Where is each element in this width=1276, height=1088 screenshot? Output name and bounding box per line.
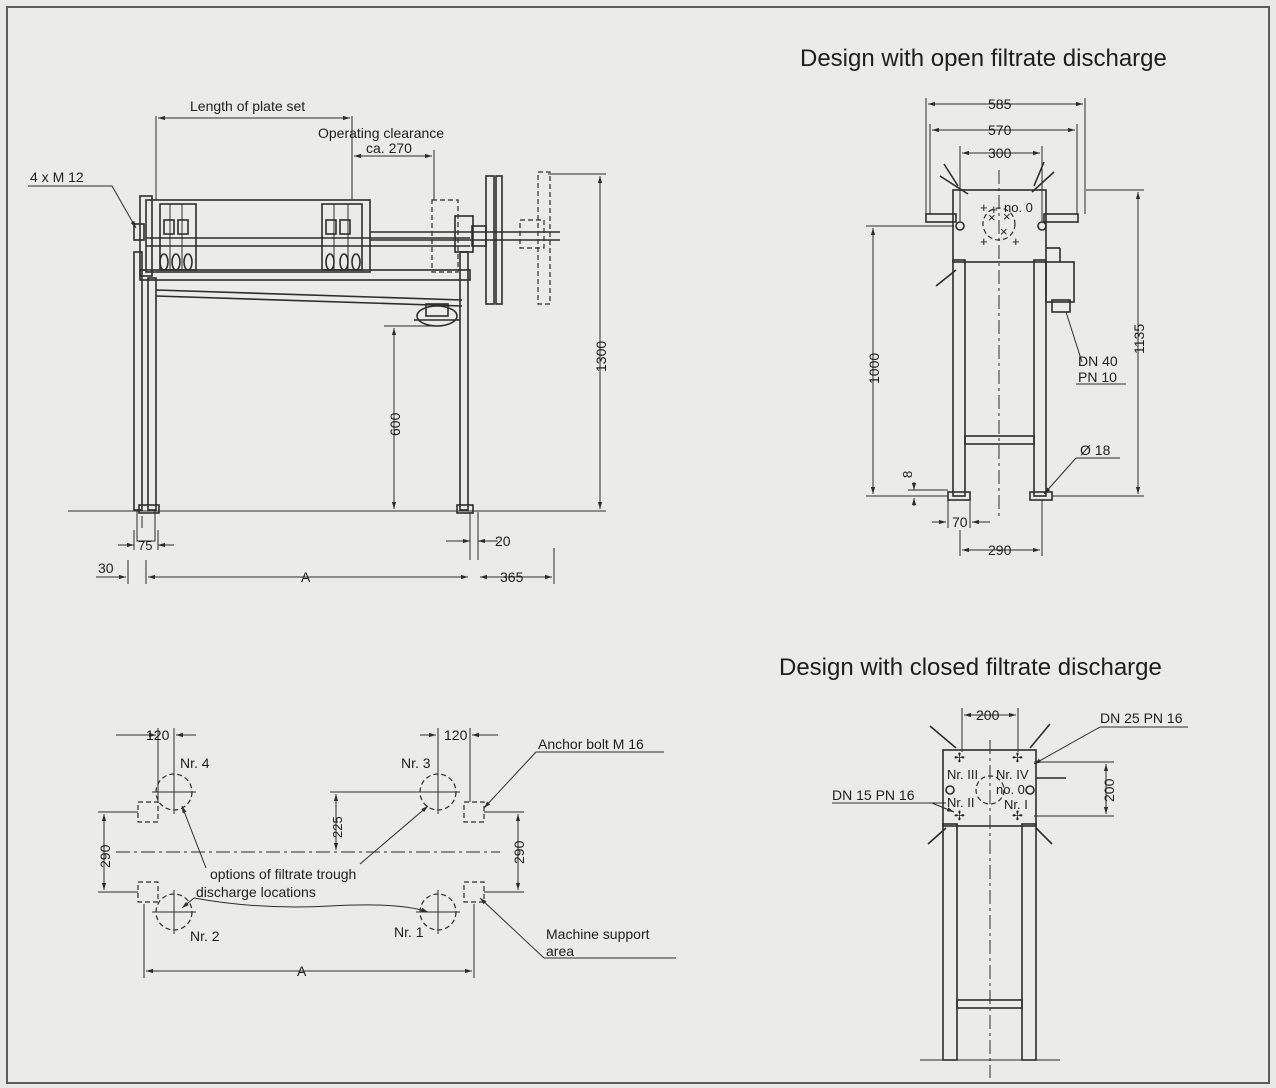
dim-20: 20 [495, 533, 511, 549]
label-bolts: 4 x M 12 [30, 169, 84, 185]
dim-290-open: 290 [988, 542, 1012, 558]
dim-30: 30 [98, 560, 114, 576]
svg-text:×: × [1003, 209, 1011, 224]
side-view: Length of plate set Operating clearance … [28, 98, 609, 585]
dim-1135: 1135 [1131, 324, 1147, 354]
label-operating-clearance-value: ca. 270 [366, 140, 412, 156]
dim-300: 300 [988, 145, 1012, 161]
dim-200-top: 200 [976, 707, 1000, 723]
title-open-discharge: Design with open filtrate discharge [800, 45, 1167, 72]
svg-text:+: + [990, 202, 998, 217]
label-no0-open: no. 0 [1004, 200, 1033, 215]
open-discharge-view: + + + + × × × no. 0 585 570 300 1000 [866, 96, 1147, 558]
dim-570: 570 [988, 122, 1012, 138]
label-nr1: Nr. 1 [394, 924, 424, 940]
label-options-line2: discharge locations [196, 884, 316, 900]
svg-text:+: + [1012, 234, 1020, 249]
dim-365: 365 [500, 569, 524, 585]
label-nr4: Nr. 4 [180, 755, 210, 771]
label-nr-III: Nr. III [947, 767, 978, 782]
label-dia-18: Ø 18 [1080, 442, 1111, 458]
svg-text:✢: ✢ [954, 808, 965, 823]
dim-225: 225 [330, 816, 345, 838]
label-support-line1: Machine support [546, 926, 650, 942]
dim-120-left: 120 [146, 727, 170, 743]
dim-290-plan-right: 290 [511, 840, 527, 864]
label-anchor-bolt: Anchor bolt M 16 [538, 736, 644, 752]
label-support-line2: area [546, 943, 574, 959]
label-nr-II: Nr. II [947, 795, 974, 810]
label-dn40: DN 40 [1078, 353, 1118, 369]
label-nr-IV: Nr. IV [996, 767, 1029, 782]
svg-text:✢: ✢ [1012, 750, 1023, 765]
label-pn10: PN 10 [1078, 369, 1117, 385]
dim-200-side: 200 [1101, 778, 1117, 802]
dim-1000: 1000 [866, 353, 882, 384]
label-nr3: Nr. 3 [401, 755, 431, 771]
svg-text:✢: ✢ [1012, 808, 1023, 823]
svg-text:×: × [1000, 224, 1008, 239]
dim-70: 70 [952, 514, 968, 530]
svg-text:+: + [980, 200, 988, 215]
dim-A-plan: A [297, 963, 307, 979]
svg-text:+: + [980, 234, 988, 249]
label-no0-closed: no. 0 [996, 782, 1025, 797]
dim-120-right: 120 [444, 727, 468, 743]
dim-585: 585 [988, 96, 1012, 112]
label-options-line1: options of filtrate trough [210, 866, 356, 882]
svg-text:×: × [988, 210, 996, 225]
dim-75: 75 [138, 538, 152, 553]
plan-view: 120 120 Nr. 4 Nr. 3 Nr. 2 Nr. 1 Anchor b… [97, 727, 676, 979]
dim-290-plan-left: 290 [97, 844, 113, 868]
closed-discharge-view: ✢ ✢ ✢ ✢ Nr. III Nr. IV no. 0 Nr. II Nr. … [832, 707, 1188, 1078]
label-nr2: Nr. 2 [190, 928, 220, 944]
label-length-plate-set: Length of plate set [190, 98, 305, 114]
svg-text:✢: ✢ [954, 750, 965, 765]
title-closed-discharge: Design with closed filtrate discharge [779, 654, 1162, 681]
dim-height-1300: 1300 [593, 341, 609, 372]
label-dn25: DN 25 PN 16 [1100, 710, 1183, 726]
dim-height-600: 600 [387, 412, 403, 436]
label-operating-clearance: Operating clearance [318, 125, 444, 141]
label-nr-I: Nr. I [1004, 797, 1028, 812]
dim-8: 8 [900, 471, 915, 478]
dim-A-side: A [301, 569, 311, 585]
drawing-sheet [6, 6, 1270, 1084]
label-dn15: DN 15 PN 16 [832, 787, 915, 803]
